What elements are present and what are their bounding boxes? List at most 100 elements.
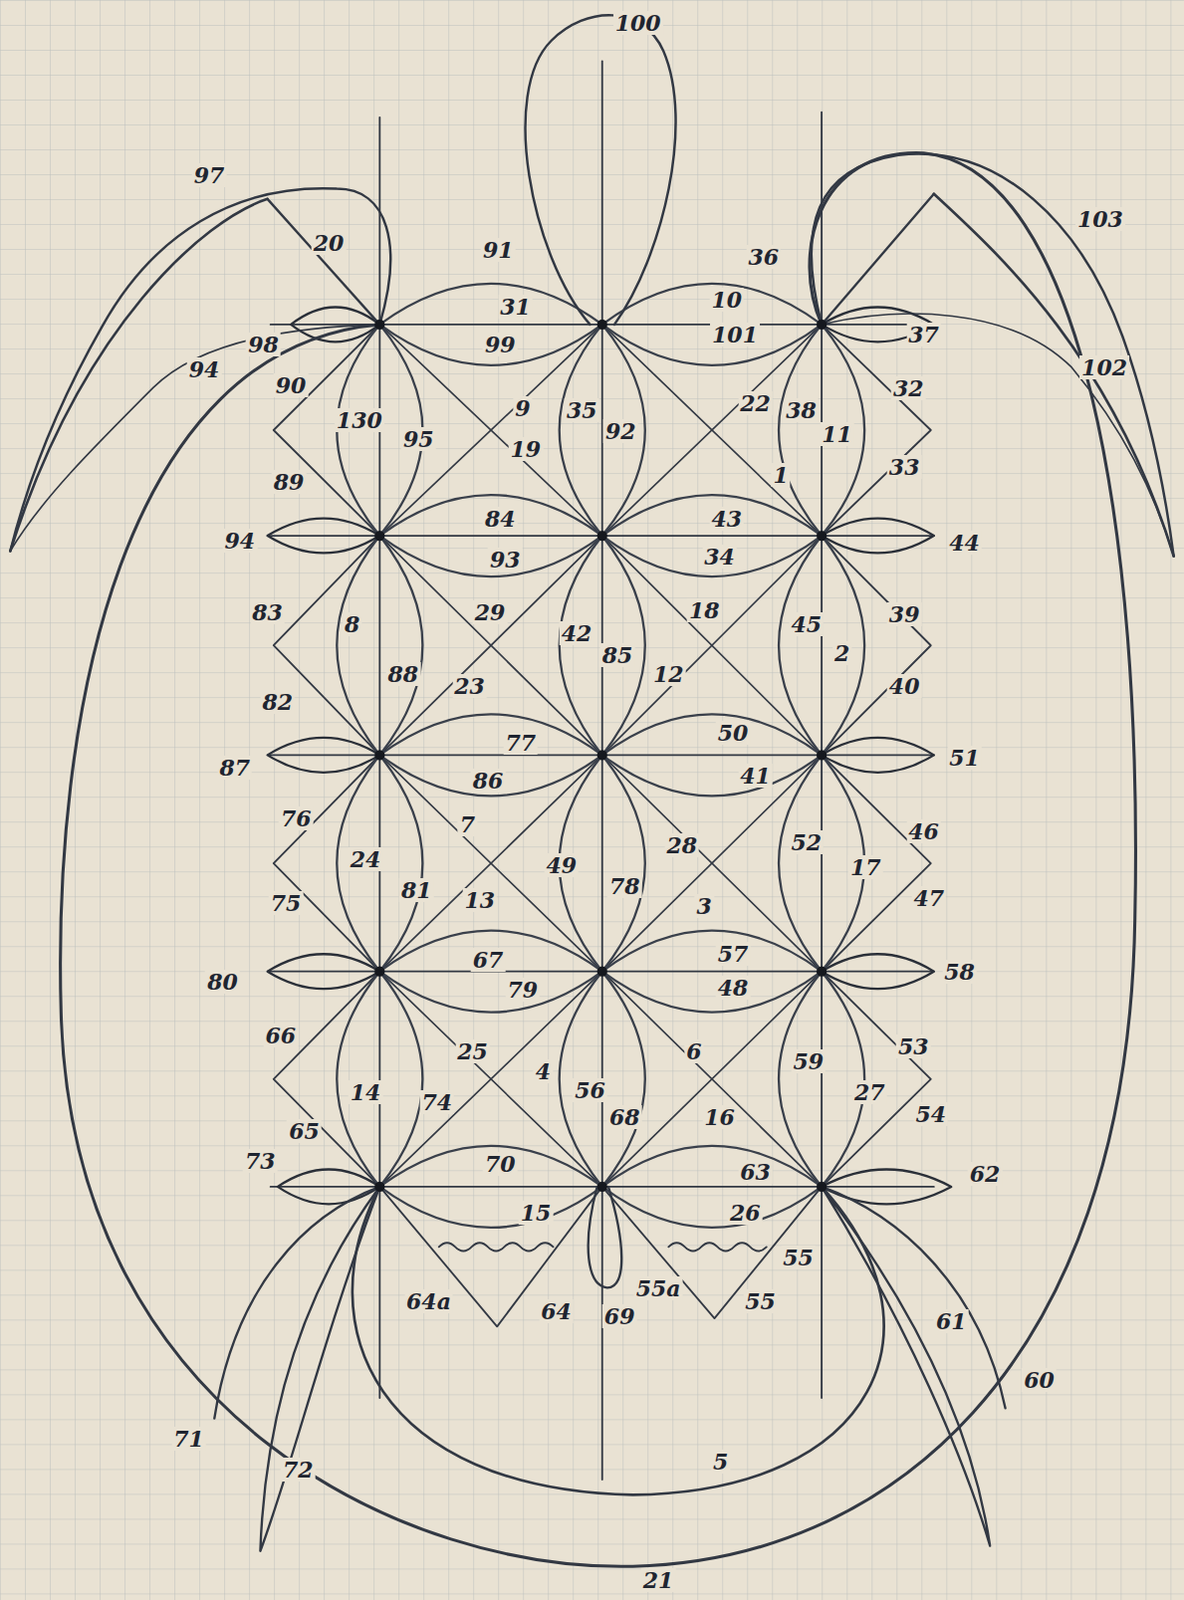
callout-number: 47	[911, 886, 947, 911]
callout-number: 102	[1079, 355, 1130, 380]
callout-number: 73	[242, 1149, 278, 1174]
diagonal-line	[379, 535, 602, 755]
callout-number: 1	[770, 463, 790, 487]
callout-number: 63	[737, 1160, 773, 1184]
callout-number: 38	[783, 398, 819, 423]
diagonal-line	[602, 971, 822, 1187]
callout-number: 94	[223, 528, 258, 553]
callout-number: 36	[745, 244, 781, 269]
callout-number: 23	[452, 674, 487, 699]
vertex-dot	[374, 319, 385, 330]
vertex-dot	[816, 749, 827, 760]
flipper-line	[259, 1186, 380, 1552]
callout-number: 8	[342, 612, 362, 637]
callout-number: 60	[1021, 1368, 1057, 1393]
flipper-line	[811, 154, 1175, 557]
side-petal	[277, 1170, 380, 1205]
callout-number: 70	[482, 1152, 518, 1177]
flipper-line	[934, 194, 1175, 557]
callout-number: 24	[348, 847, 384, 872]
petal-loop	[559, 971, 646, 1187]
petal-loop	[602, 713, 822, 796]
callout-number: 86	[471, 768, 506, 793]
callout-number: 3	[695, 894, 714, 919]
callout-number: 17	[848, 855, 884, 880]
side-petal	[267, 953, 381, 989]
flipper-line	[267, 199, 381, 325]
diagonal-line	[379, 535, 602, 755]
callout-number: 29	[473, 600, 508, 625]
petal-loop	[336, 754, 423, 971]
callout-number: 56	[572, 1078, 608, 1103]
callout-number: 49	[543, 853, 579, 878]
zigzag-line	[821, 535, 932, 755]
callout-number: 101	[710, 322, 760, 347]
side-petal	[821, 518, 935, 554]
vertex-dot	[597, 319, 608, 330]
callout-number: 22	[737, 391, 773, 416]
petal-loop	[559, 535, 646, 755]
callout-number: 43	[709, 506, 744, 531]
callout-number: 44	[947, 530, 982, 555]
callout-number: 27	[852, 1080, 888, 1105]
petal-loop	[778, 324, 865, 536]
head-loop	[525, 14, 677, 325]
callout-number: 95	[401, 427, 437, 452]
callout-number: 32	[891, 376, 927, 401]
callout-number: 55	[780, 1245, 816, 1270]
callout-number: 79	[504, 977, 540, 1002]
petal-loop	[336, 971, 423, 1187]
callout-number: 52	[788, 830, 824, 855]
diagonal-line	[379, 754, 602, 971]
callout-number: 7	[458, 812, 477, 837]
vertex-dot	[374, 1182, 385, 1192]
callout-number: 93	[487, 547, 523, 572]
callout-number: 59	[790, 1049, 826, 1074]
vertex-dot	[816, 1182, 827, 1192]
diagonal-line	[602, 535, 822, 755]
callout-number: 67	[471, 947, 506, 972]
zigzag-line	[273, 535, 381, 755]
callout-number: 76	[278, 806, 314, 831]
callout-number: 5	[710, 1449, 730, 1474]
callout-number: 90	[273, 373, 309, 398]
callout-number: 15	[518, 1200, 554, 1225]
petal-loop	[379, 1146, 602, 1228]
callout-number: 58	[942, 959, 977, 984]
vertex-dot	[597, 749, 608, 760]
callout-number: 71	[171, 1426, 207, 1451]
callout-number: 10	[709, 287, 744, 312]
callout-number: 21	[641, 1568, 677, 1593]
callout-number: 94	[187, 357, 223, 382]
callout-number: 11	[819, 422, 855, 447]
petal-loop	[379, 931, 602, 1013]
flipper-line	[9, 324, 380, 552]
callout-number: 89	[271, 470, 307, 494]
scribble-mark	[439, 1242, 554, 1251]
callout-number: 66	[263, 1023, 299, 1048]
tail-loop	[588, 1186, 623, 1288]
diagonal-line	[379, 324, 602, 536]
diagonal-line	[379, 971, 602, 1187]
callout-number: 87	[217, 755, 252, 780]
callout-number: 82	[259, 690, 295, 714]
callout-number: 19	[508, 437, 544, 462]
diagonal-line	[379, 971, 602, 1187]
vertex-dot	[816, 319, 827, 330]
callout-number: 25	[455, 1039, 490, 1064]
callout-number: 72	[280, 1457, 316, 1482]
callout-number: 92	[603, 419, 639, 444]
callout-number: 54	[913, 1102, 948, 1127]
callout-number: 62	[967, 1162, 1003, 1186]
callout-number: 9	[512, 396, 532, 421]
vertex-dot	[374, 749, 385, 760]
callout-number: 83	[249, 600, 285, 625]
vertex-dot	[597, 966, 608, 977]
callout-number: 2	[832, 641, 852, 666]
flipper-line	[821, 313, 1175, 556]
flipper-line	[9, 188, 391, 551]
callout-number: 46	[906, 819, 942, 844]
diagonal-line	[602, 324, 822, 536]
zigzag-line	[821, 971, 932, 1187]
